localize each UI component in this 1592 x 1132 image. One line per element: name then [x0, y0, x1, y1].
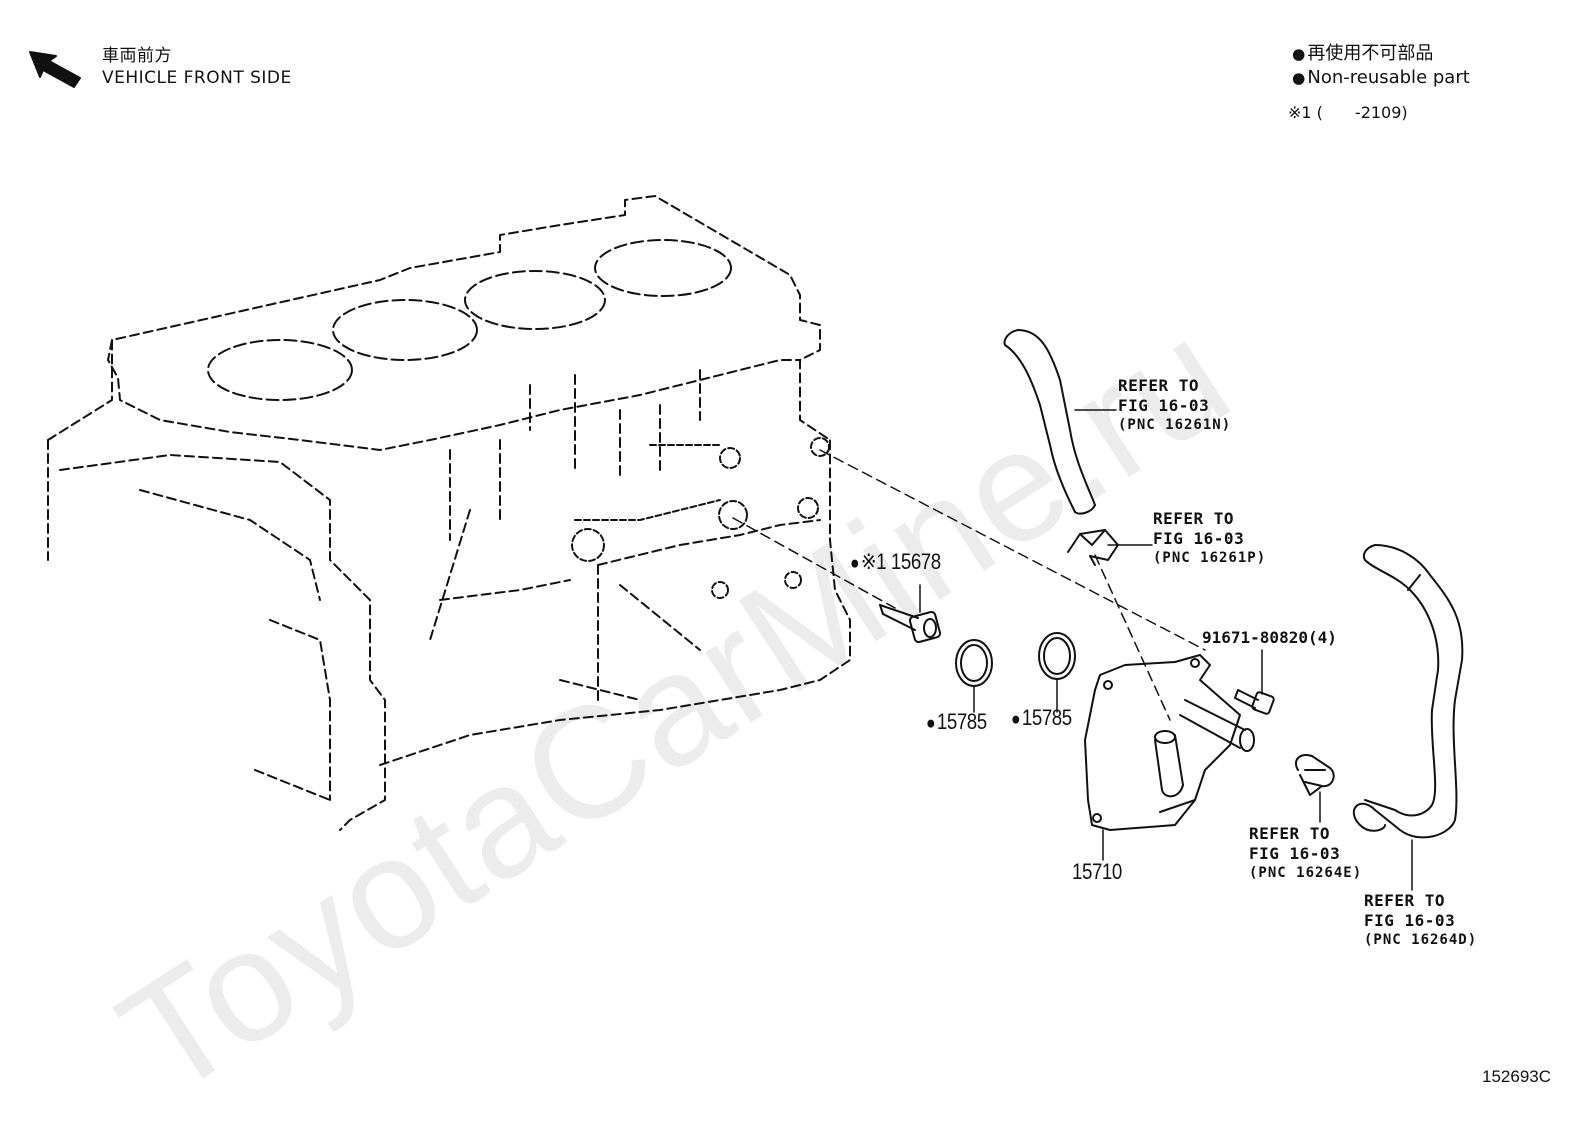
callout-line1: REFER TO [1364, 891, 1446, 910]
callout-line3: (PNC 16264E) [1249, 865, 1363, 881]
callout-line3: (PNC 16261P) [1153, 550, 1267, 566]
o-rings-15785 [955, 632, 1076, 687]
legend-note-1: ※1 ( -2109) [1288, 103, 1408, 122]
hose-16264d [1352, 544, 1464, 839]
diagram-code: 152693C [1482, 1067, 1552, 1086]
cylinder-bores [207, 239, 732, 401]
legend-non-reusable-jp: 再使用不可部品 [1292, 45, 1433, 63]
block-ports [571, 437, 830, 599]
bolt-91671-80820 [1234, 689, 1275, 715]
engine-block [47, 195, 851, 831]
callout-16264d: REFER TO FIG 16-03 (PNC 16264D) [1364, 891, 1478, 948]
callout-line2: FIG 16-03 [1249, 844, 1341, 863]
union-15678 [879, 604, 942, 644]
part-number-15710: 15710 [1072, 859, 1122, 884]
callout-line3: (PNC 16264D) [1364, 932, 1478, 948]
oil-cooler-15710 [1084, 654, 1255, 831]
assembly-leader-lines [732, 449, 1206, 721]
direction-label-en: VEHICLE FRONT SIDE [102, 68, 292, 88]
legend-non-reusable-en: Non-reusable part [1292, 69, 1469, 87]
callout-line2: FIG 16-03 [1118, 396, 1210, 415]
callout-line1: REFER TO [1249, 824, 1331, 843]
direction-label-jp: 車両前方 [102, 46, 172, 66]
part-leaders [919, 409, 1413, 891]
callout-line1: REFER TO [1153, 509, 1235, 528]
part-number-15785-b: 15785 [1011, 707, 1072, 729]
part-number-91671-80820: 91671-80820(4) [1202, 628, 1337, 647]
callout-16261n: REFER TO FIG 16-03 (PNC 16261N) [1118, 376, 1232, 433]
hose-clamp-16264e [1294, 754, 1335, 796]
part-number-15785-a: 15785 [926, 711, 987, 733]
callout-16264e: REFER TO FIG 16-03 (PNC 16264E) [1249, 824, 1363, 881]
vehicle-front-arrow-icon [29, 51, 81, 88]
hose-clamp-16261p [1067, 529, 1119, 566]
callout-line2: FIG 16-03 [1364, 911, 1456, 930]
callout-16261p: REFER TO FIG 16-03 (PNC 16261P) [1153, 509, 1267, 566]
callout-line2: FIG 16-03 [1153, 529, 1245, 548]
hose-16261n [1003, 329, 1096, 515]
part-number-15678: ※1 15678 [850, 551, 941, 573]
callout-line3: (PNC 16261N) [1118, 417, 1232, 433]
callout-line1: REFER TO [1118, 376, 1200, 395]
parts-diagram [29, 51, 1464, 891]
